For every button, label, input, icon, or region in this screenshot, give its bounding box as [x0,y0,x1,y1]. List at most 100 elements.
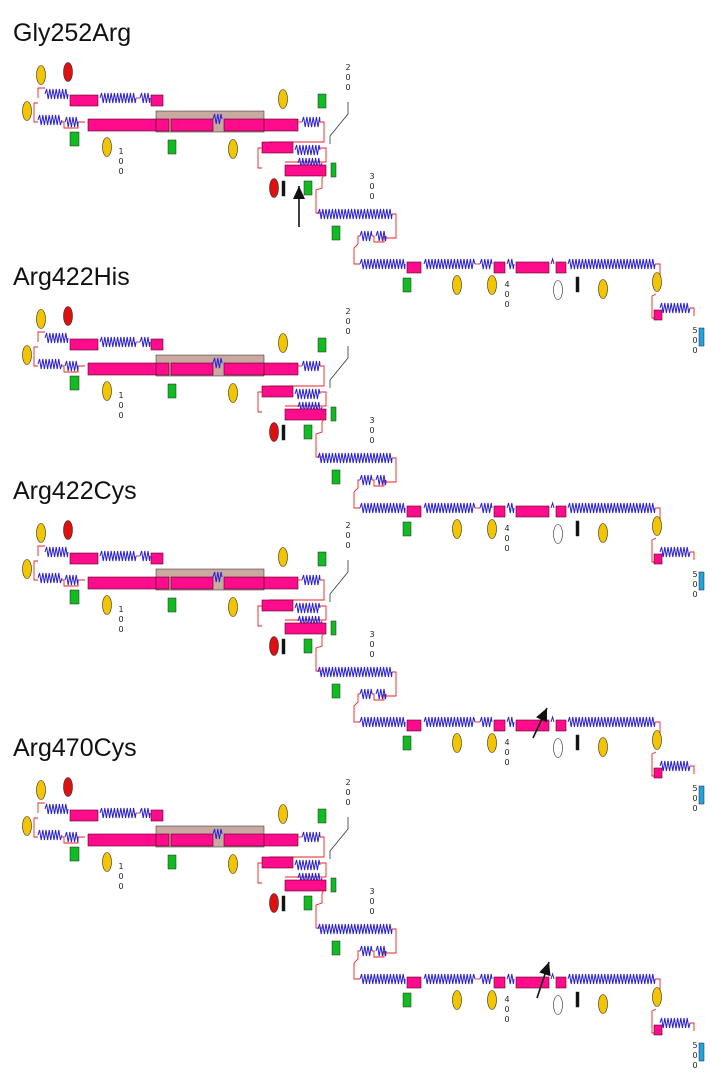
helix [567,502,656,514]
loop [372,479,385,487]
strand [653,309,663,321]
strand [406,976,422,989]
green-box [317,337,327,353]
strand [155,833,170,847]
yellow-oval [652,730,662,750]
helix [212,357,223,369]
yellow-oval [278,333,288,353]
loop [315,887,327,929]
black-bar [575,734,580,751]
connector [329,560,349,602]
yellow-oval [36,523,46,543]
strand [155,576,170,590]
helix [659,760,691,772]
helix [359,973,406,985]
yellow-oval [652,272,662,292]
helix [359,230,373,242]
helix [64,360,79,372]
cyan-bar [698,785,705,805]
helix [375,230,387,242]
helix [294,144,321,156]
strand [69,809,99,822]
green-box [331,225,341,241]
strand [653,1024,663,1036]
helix [37,829,63,841]
yellow-oval [652,987,662,1007]
yellow-oval [22,345,32,365]
strand [653,767,663,779]
black-bar [281,180,286,197]
strand [555,976,567,989]
yellow-oval [452,519,462,539]
cyan-bar [698,1042,705,1062]
helix [479,973,493,985]
black-bar [281,424,286,441]
loop [315,172,327,214]
helix [37,358,63,370]
strand [493,261,506,274]
helix [212,828,223,840]
yellow-oval [452,733,462,753]
loop [257,391,262,413]
helix [44,546,69,558]
helix [139,336,151,348]
strand [261,599,294,612]
strand [515,976,550,989]
helix [297,615,323,627]
white-oval [553,280,563,300]
helix [99,550,137,562]
loop [353,235,360,265]
loop [372,235,385,243]
black-bar [575,991,580,1008]
helix [550,501,555,509]
black-bar [281,638,286,655]
yellow-oval [22,816,32,836]
strand [493,976,506,989]
strand [406,505,422,518]
loop [33,817,38,838]
strand [150,338,164,351]
loop [37,87,45,98]
green-box [69,589,80,605]
loop [37,545,45,556]
loop [315,630,327,672]
strand [69,338,99,351]
connector [329,817,349,859]
green-box [331,683,341,699]
yellow-oval [278,89,288,109]
yellow-oval [102,852,112,872]
strand [69,552,99,565]
helix [294,388,321,400]
helix [375,474,387,486]
green-box [303,180,313,196]
yellow-oval [452,990,462,1010]
strand [170,362,214,376]
yellow-oval [36,65,46,85]
strand [150,94,164,107]
helix [317,208,393,220]
strand [223,118,265,132]
green-box [402,735,412,751]
helix [550,972,555,980]
panel-title: Arg470Cys [13,734,137,762]
loop [386,213,397,239]
loop [372,950,385,958]
loop [690,551,695,560]
yellow-oval [102,381,112,401]
loop [257,605,262,627]
yellow-oval [36,309,46,329]
strand [223,833,265,847]
yellow-oval [487,990,497,1010]
helix [301,831,321,843]
green-box [331,940,341,956]
helix [359,716,406,728]
